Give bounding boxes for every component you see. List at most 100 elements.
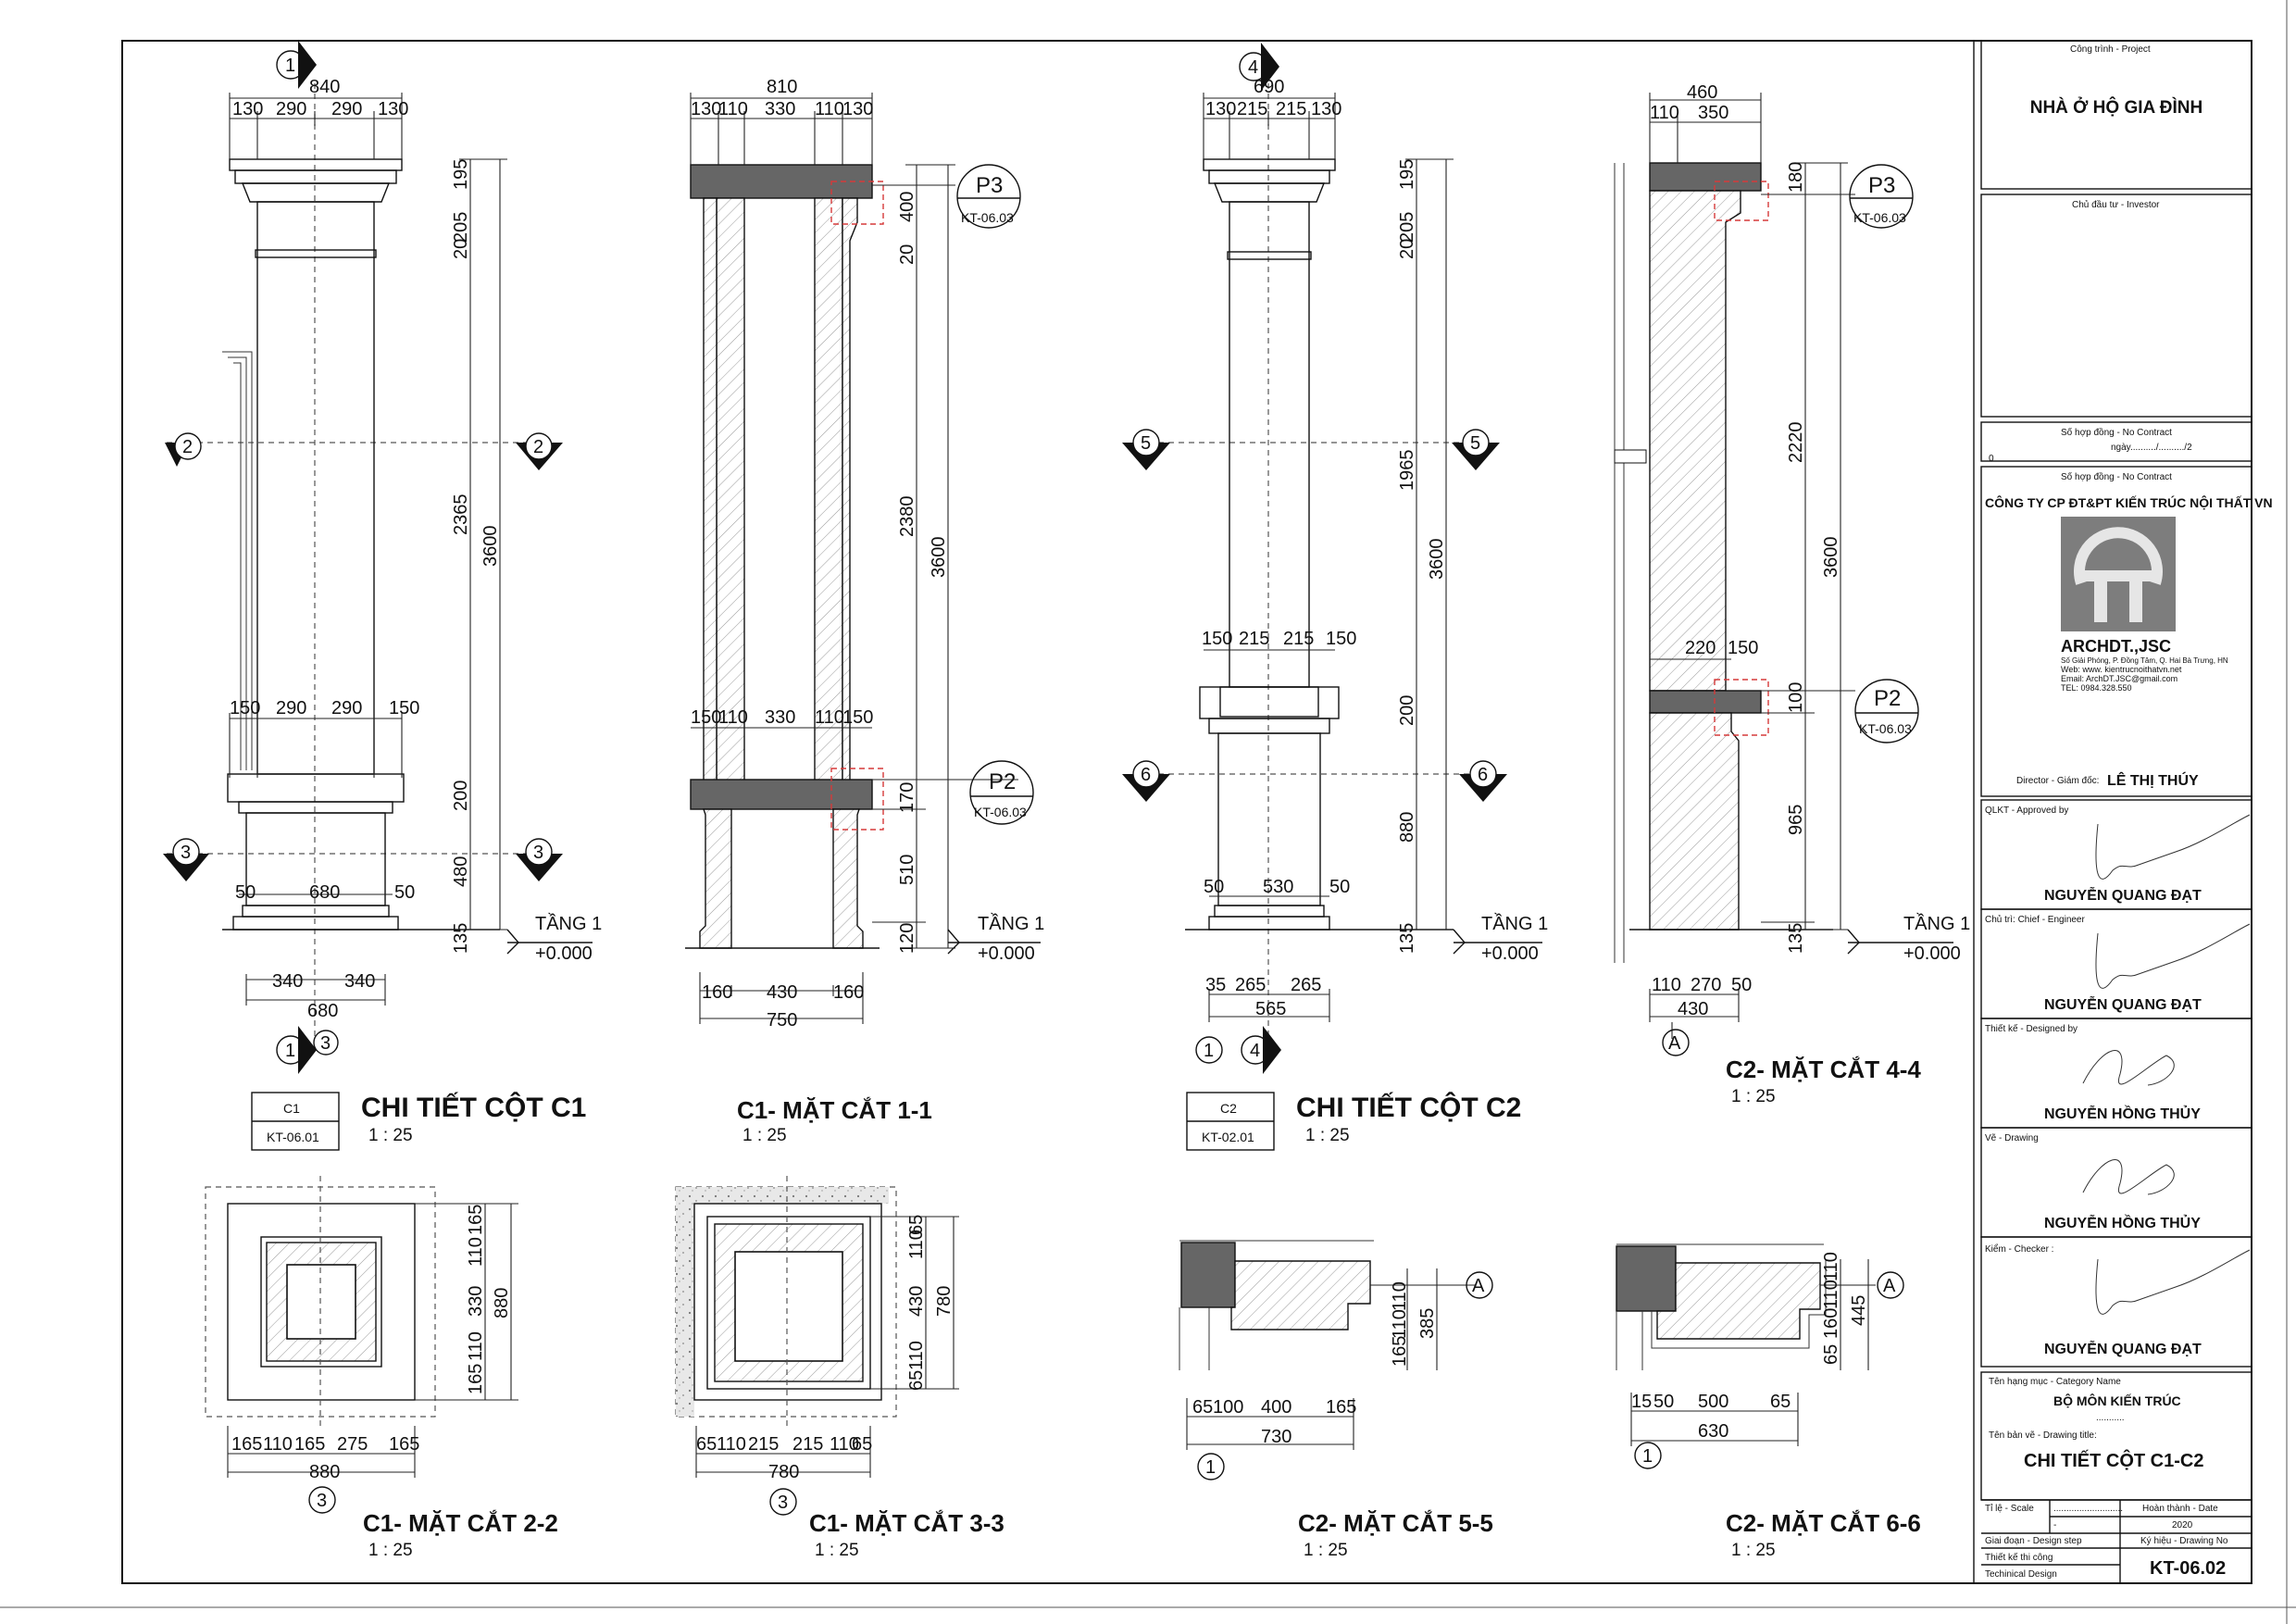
s11-callout-p2: P2 <box>989 769 1016 794</box>
c2-vdim: 205 <box>1397 212 1417 243</box>
tb-logo-line: TEL: 0984.328.550 <box>2061 683 2132 693</box>
s44-axis: A <box>1668 1033 1681 1054</box>
sheet-border <box>121 40 2252 1584</box>
s55-hdim: 100 <box>1213 1397 1243 1418</box>
c2-vdim: 880 <box>1397 812 1417 843</box>
c1-axis-bottom2: 3 <box>320 1033 331 1054</box>
tb-date-label: Hoàn thành - Date <box>2142 1504 2218 1514</box>
tb-logo-name: ARCHDT.,JSC <box>2061 637 2171 656</box>
svg-text:2: 2 <box>182 437 193 457</box>
svg-text:5: 5 <box>1141 433 1151 454</box>
c2-dim-base: 50 <box>1329 877 1350 897</box>
s11-title: C1- MẶT CẮT 1-1 <box>737 1096 932 1124</box>
s11-dim-bottom-total: 750 <box>767 1010 797 1031</box>
s44-callout-p2: P2 <box>1874 686 1901 711</box>
tb-designed: NGUYỄN HỒNG THỦY <box>2044 1105 2201 1122</box>
s44-callout-p3-ref: KT-06.03 <box>1853 210 1906 225</box>
s33-title: C1- MẶT CẮT 3-3 <box>809 1509 1004 1537</box>
c2-elevation-title: CHI TIẾT CỘT C2 <box>1296 1092 1521 1123</box>
s55-vdim-total: 385 <box>1417 1308 1438 1339</box>
c1-sec3-marker-left: 3 <box>163 838 209 881</box>
s66-hdim: 65 <box>1770 1392 1791 1412</box>
c2-dim-mid: 215 <box>1239 629 1269 649</box>
tb-director: LÊ THỊ THÚY <box>2107 771 2199 789</box>
s11-level-name: TẦNG 1 <box>978 913 1044 934</box>
s44-dim-bottom: 270 <box>1691 975 1721 995</box>
s44-dim-top-total: 460 <box>1687 82 1717 103</box>
c2-dim-mid: 215 <box>1283 629 1314 649</box>
tb-project-label: Công trình - Project <box>2070 44 2151 55</box>
c1-dim-mid: 290 <box>331 698 362 718</box>
s66-vdim: 110 <box>1821 1280 1841 1309</box>
c1-dim-base: 50 <box>235 882 256 903</box>
company-logo <box>2061 517 2176 631</box>
c2-dim-bottom: 35 <box>1205 975 1226 995</box>
s44-vdim: 965 <box>1786 805 1806 835</box>
c2-dim-mid: 150 <box>1202 629 1232 649</box>
s33-hdim: 110 <box>717 1434 746 1455</box>
s11-dim-mid: 150 <box>842 707 873 728</box>
s33-hdim-total: 780 <box>768 1462 799 1482</box>
s44-vdim-total: 3600 <box>1821 537 1841 579</box>
tb-category-label: Tên hạng mục - Category Name <box>1989 1377 2121 1387</box>
s33-vdim: 65 <box>906 1370 927 1391</box>
s55-hdim-total: 730 <box>1261 1427 1292 1447</box>
c1-axis-bottom: 1 <box>285 1041 295 1061</box>
tb-checker-label: Kiểm - Checker : <box>1985 1243 2053 1255</box>
s22-vdim: 330 <box>466 1286 486 1317</box>
s11-dim-top: 110 <box>815 99 844 119</box>
s66-hdim-total: 630 <box>1698 1421 1728 1442</box>
s55-vdim: 110 <box>1390 1309 1410 1339</box>
c2-dim-mid: 150 <box>1326 629 1356 649</box>
tb-approved: NGUYỄN QUANG ĐẠT <box>2044 886 2202 904</box>
c1-tag-bottom: KT-06.01 <box>267 1130 319 1144</box>
c2-sec5-marker-left: 5 <box>1122 429 1170 470</box>
c1-dim-mid: 150 <box>389 698 419 718</box>
s66-hdim: 50 <box>1653 1392 1674 1412</box>
tb-chief-label: Chủ trì: Chief - Engineer <box>1985 914 2085 925</box>
s55-scale: 1 : 25 <box>1304 1541 1348 1560</box>
s55-axis-side: A <box>1472 1276 1485 1296</box>
s11-dim-mid: 110 <box>815 707 844 728</box>
tb-contract-label: Số hợp đồng - No Contract <box>2061 427 2172 438</box>
s44-title: C2- MẶT CẮT 4-4 <box>1726 1056 1921 1083</box>
s11-dim-top: 130 <box>691 99 721 119</box>
tb-drawing-no-label: Ký hiệu - Drawing No <box>2140 1536 2228 1546</box>
s55-vdim: 165 <box>1390 1336 1410 1367</box>
c2-dim-top: 215 <box>1237 99 1267 119</box>
s22-hdim-total: 880 <box>309 1462 340 1482</box>
s44-dim-bottom: 50 <box>1731 975 1752 995</box>
s33-vdim: 110 <box>906 1341 927 1370</box>
s33-hdim: 215 <box>792 1434 823 1455</box>
tb-category-dots: ........... <box>2096 1413 2125 1423</box>
tb-drawn: NGUYỄN HỒNG THỦY <box>2044 1214 2201 1231</box>
s11-dim-bottom: 430 <box>767 982 797 1003</box>
tb-drawing-title-label: Tên bản vẽ - Drawing title: <box>1989 1430 2097 1441</box>
s22-scale: 1 : 25 <box>368 1541 413 1560</box>
s22-hdim: 110 <box>263 1434 293 1455</box>
c1-vdim: 200 <box>451 781 471 811</box>
svg-text:3: 3 <box>533 843 543 863</box>
c1-dim-top-total: 840 <box>309 77 340 97</box>
c2-vdim: 195 <box>1397 159 1417 190</box>
c2-level-name: TẦNG 1 <box>1481 913 1548 934</box>
s11-dim-top: 110 <box>718 99 748 119</box>
s22-axis: 3 <box>317 1491 327 1511</box>
c2-sec5-marker-right: 5 <box>1452 429 1500 470</box>
tb-approved-label: QLKT - Approved by <box>1985 806 2068 816</box>
s11-callout-p2-ref: KT-06.03 <box>974 805 1027 819</box>
s44-level-value: +0.000 <box>1903 943 1961 964</box>
s11-dim-mid: 330 <box>765 707 795 728</box>
s33-axis: 3 <box>778 1493 788 1513</box>
s55-hdim: 65 <box>1192 1397 1213 1418</box>
section-33: 65 110 215 215 110 65 780 65 110 430 110… <box>675 1176 1004 1560</box>
s11-dim-top: 130 <box>842 99 873 119</box>
s66-vdim: 160 <box>1821 1308 1841 1339</box>
c1-vdim: 2365 <box>451 494 471 536</box>
s22-hdim: 165 <box>294 1434 325 1455</box>
s22-vdim: 165 <box>466 1364 486 1394</box>
s22-vdim: 110 <box>466 1237 486 1267</box>
svg-text:5: 5 <box>1470 433 1480 454</box>
svg-text:2: 2 <box>533 437 543 457</box>
